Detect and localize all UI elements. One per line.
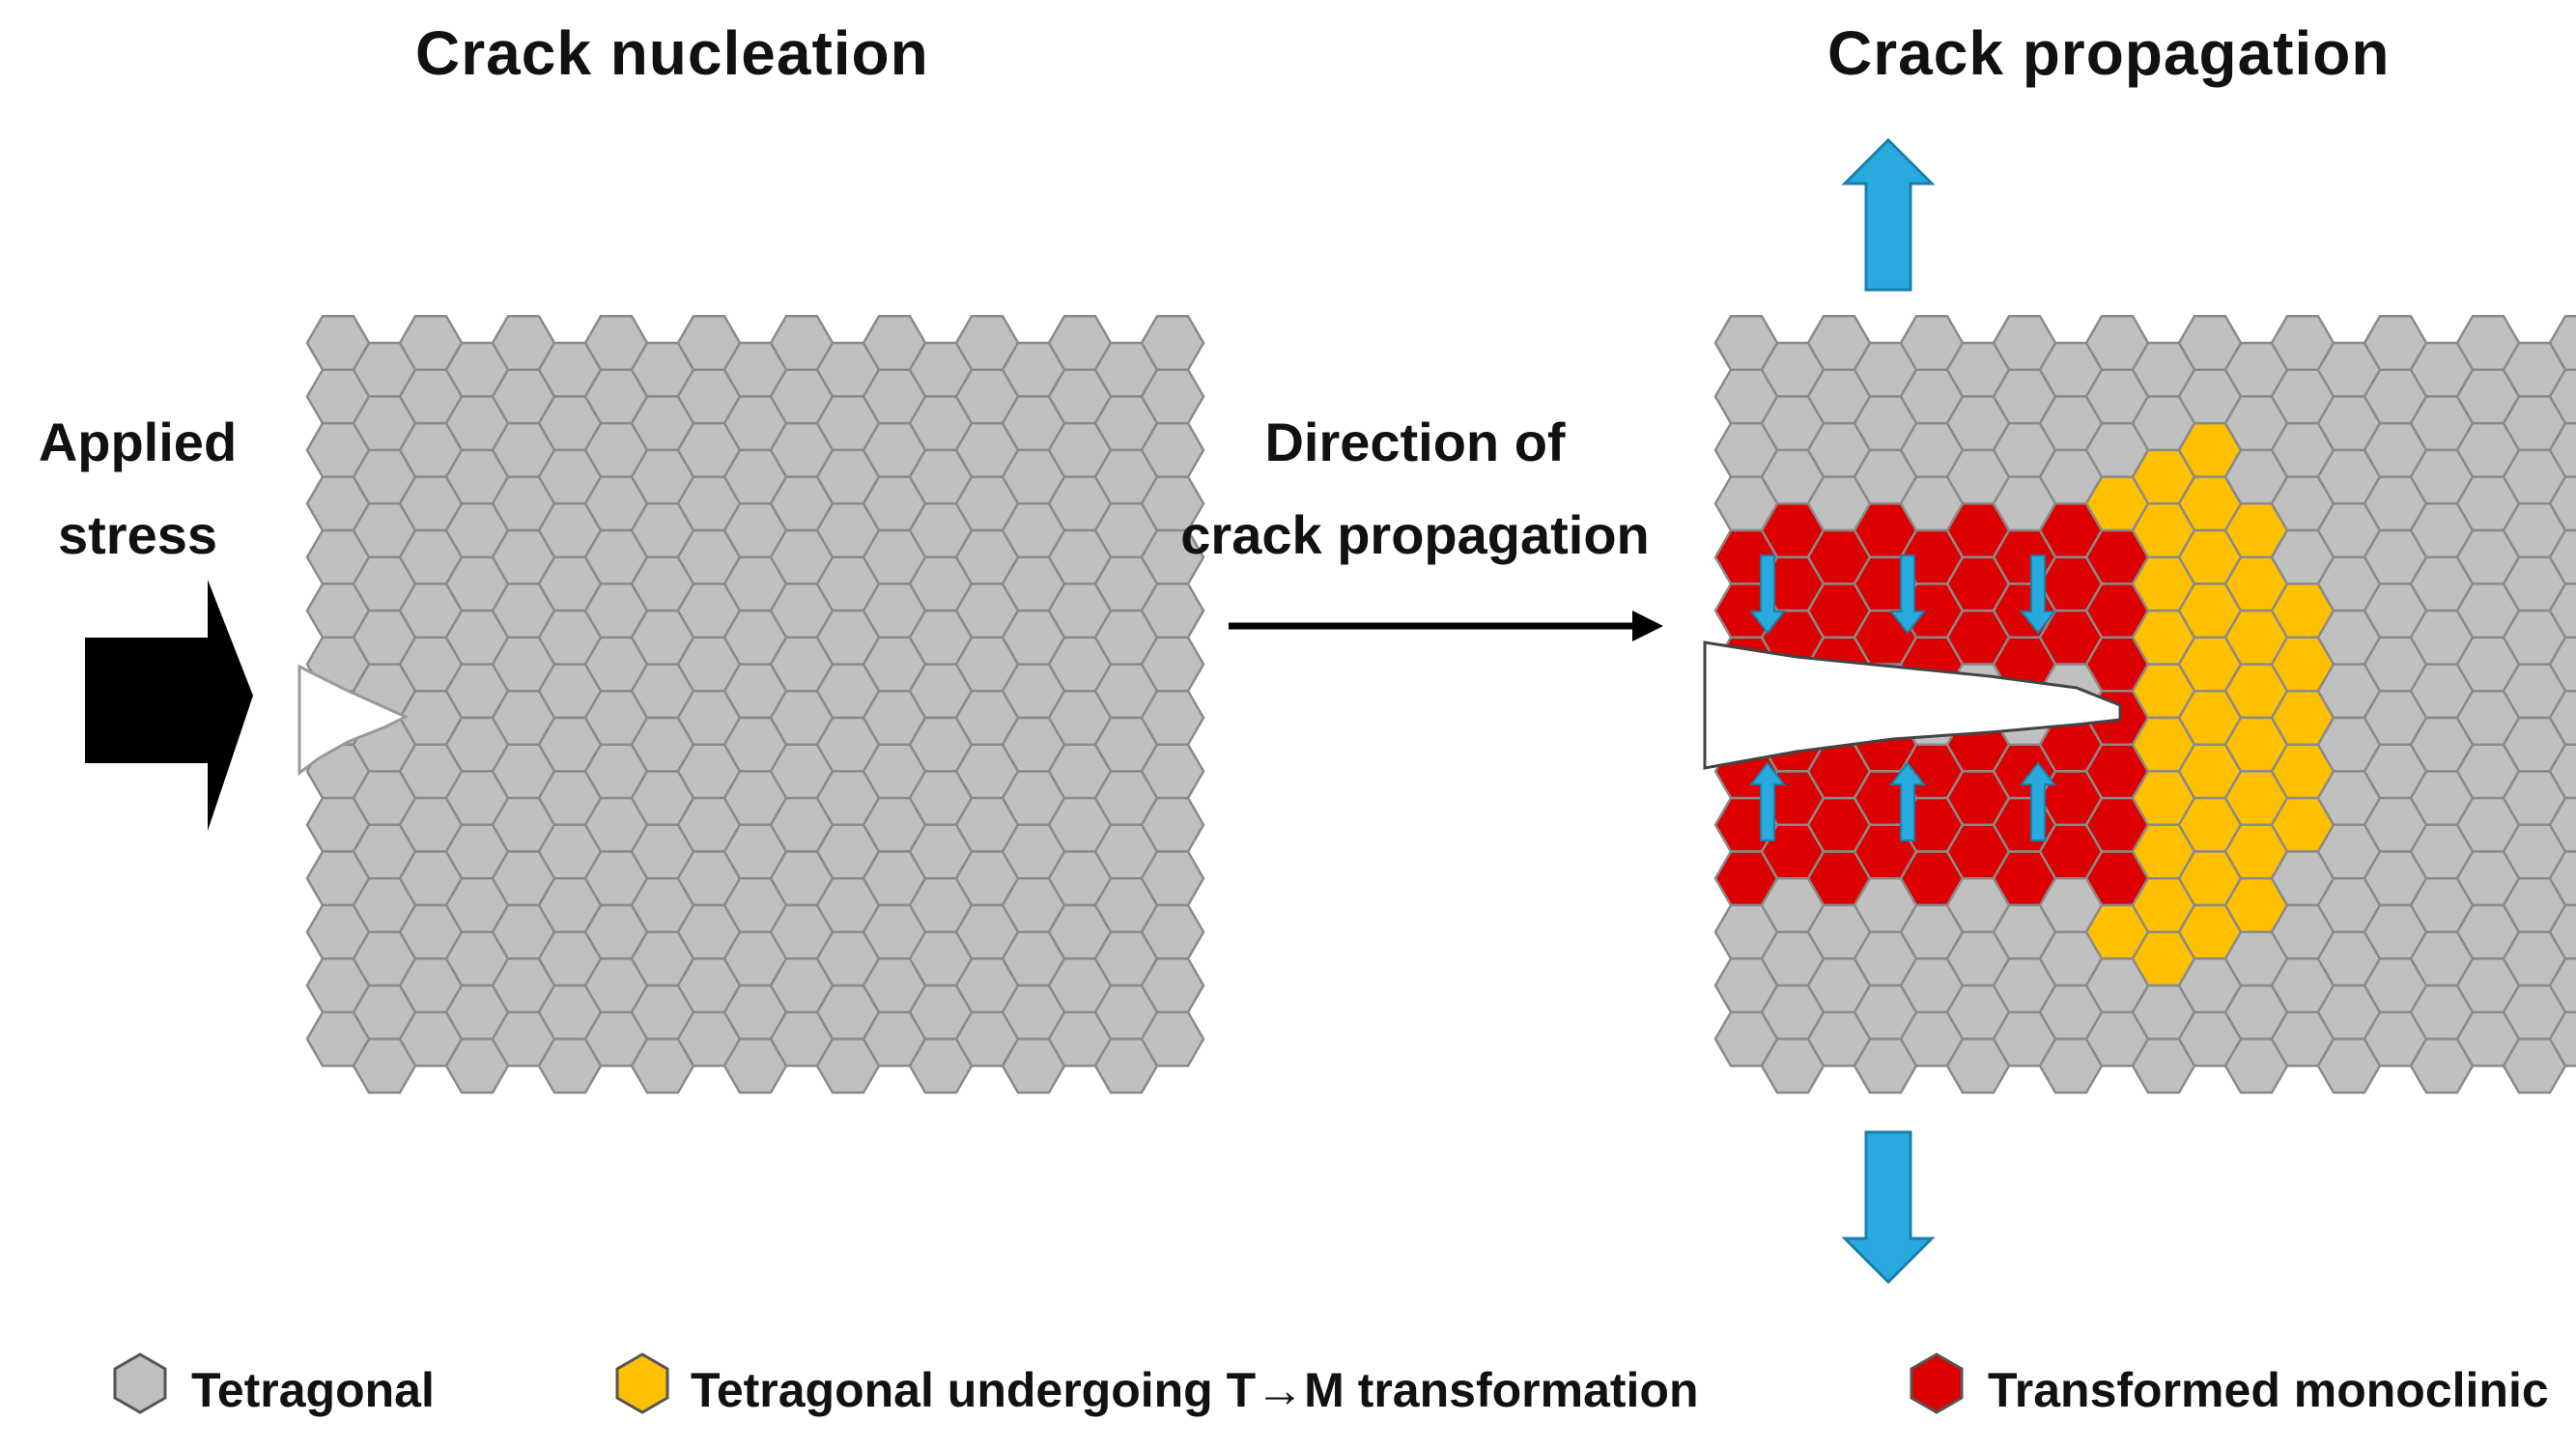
grain-hex [2548,368,2576,425]
small-stress-arrow-down [1888,555,1927,635]
propagating-crack [1703,640,2122,770]
grain-hex [2548,690,2576,746]
grain-hex [2548,957,2576,1014]
grain-hex [2548,743,2576,800]
grain-hex [2548,796,2576,853]
small-stress-arrow-up [1888,761,1927,841]
tensile-arrow-up [1841,137,1936,292]
legend-label-transforming: Tetragonal undergoing T→M transformation [691,1363,1699,1417]
legend-hex-2 [1910,1352,1964,1414]
small-stress-arrow-up [2019,761,2057,841]
crack-notch [297,664,410,776]
direction-label: Direction of crack propagation [1154,396,1676,582]
grain-hex [2548,315,2576,371]
left-panel-title: Crack nucleation [415,18,929,88]
grain-hex [2548,1010,2576,1067]
small-stress-arrow-up [1748,761,1787,841]
volume-expansion-arrows [1748,555,2057,841]
direction-arrow [1229,611,1663,641]
legend-swatches [113,1352,1964,1414]
small-stress-arrow-down [2019,555,2057,635]
grain-hex [1140,1010,1205,1067]
legend-label-monoclinic: Transformed monoclinic [1988,1363,2549,1417]
left-hex-lattice [305,315,1205,1095]
direction-line1: Direction of [1264,412,1566,472]
grain-hex [2548,850,2576,907]
legend-label-tetragonal: Tetragonal [191,1363,435,1417]
grain-hex [2548,528,2576,585]
grain-hex [2548,903,2576,960]
right-hex-lattice [1713,315,2576,1095]
grain-hex [2548,475,2576,532]
grain-hex [2548,636,2576,693]
direction-line2: crack propagation [1180,504,1650,565]
applied-stress-line2: stress [57,504,218,565]
legend-hex-0 [113,1352,167,1414]
tensile-arrow-down [1841,1130,1936,1285]
grain-hex [2548,421,2576,478]
applied-stress-label: Applied stress [19,396,256,582]
applied-stress-arrow [85,580,253,831]
small-stress-arrow-down [1748,555,1787,635]
legend-hex-1 [615,1352,669,1414]
grain-hex [2548,583,2576,640]
right-panel-title: Crack propagation [1827,18,2391,88]
applied-stress-line1: Applied [38,412,238,472]
